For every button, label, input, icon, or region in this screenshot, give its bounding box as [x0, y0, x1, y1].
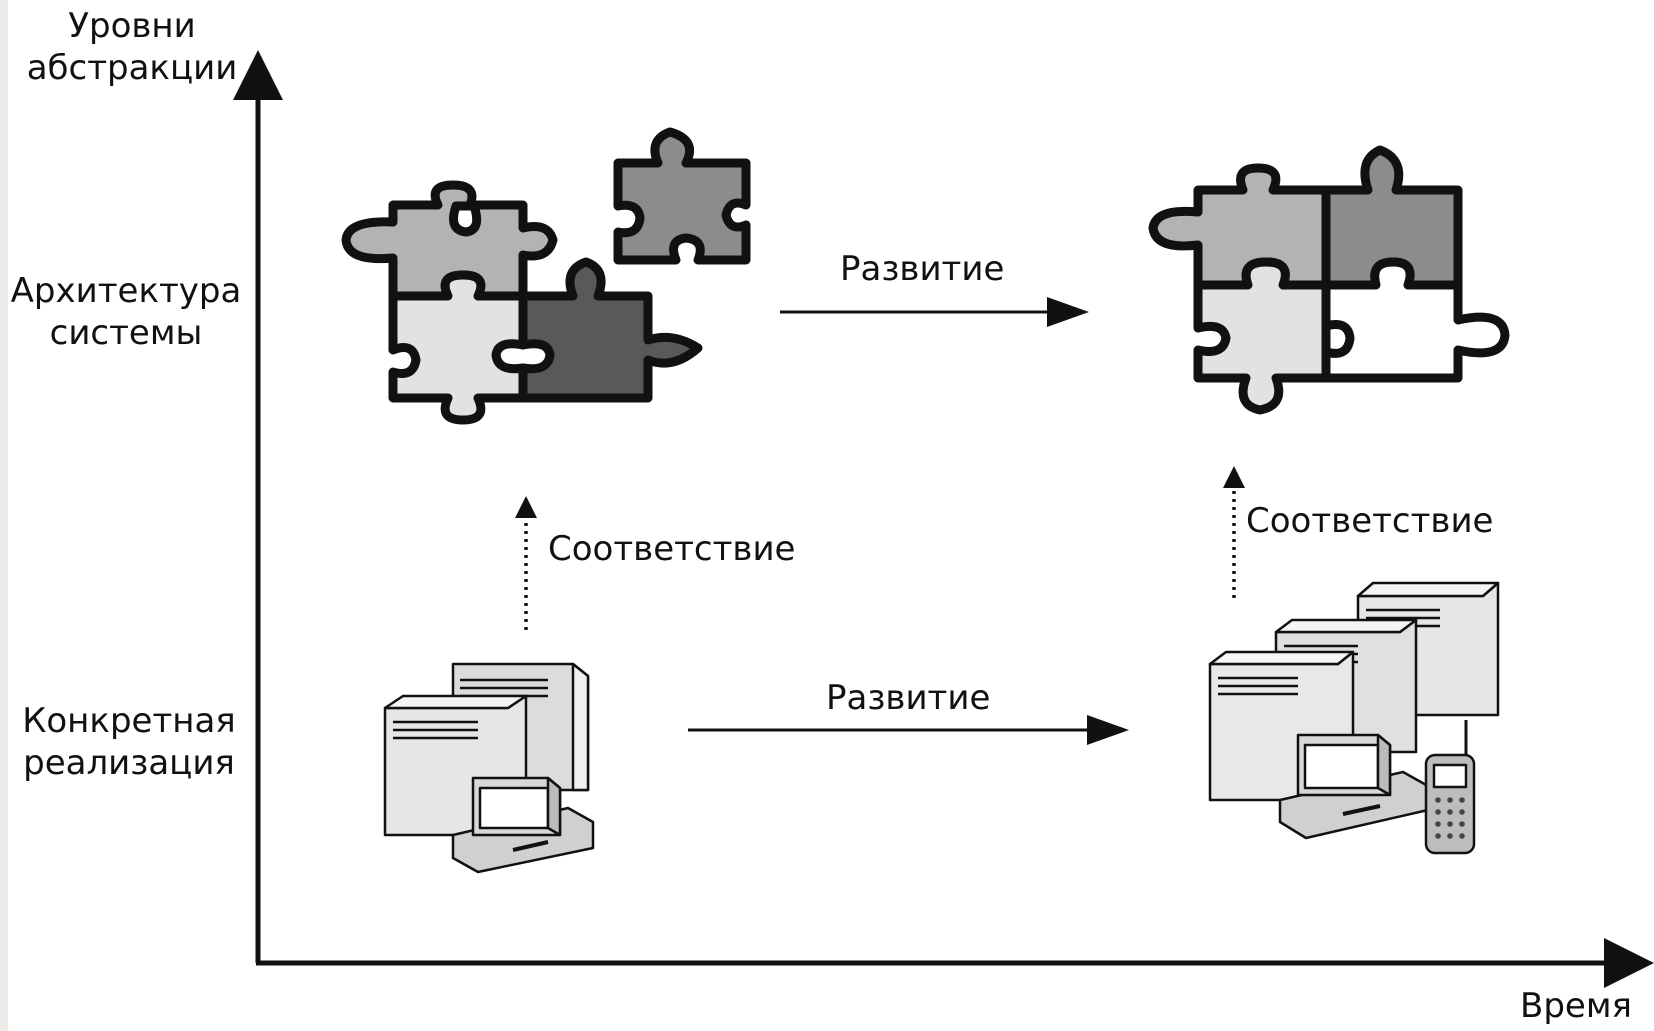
right-correspondence-label: Соответствие [1246, 501, 1494, 541]
diagram-graphics [233, 50, 1654, 988]
left-correspondence-label: Соответствие [548, 529, 796, 569]
x-axis-title: Время [1520, 986, 1632, 1026]
y-axis-title: Уровни абстракции [26, 6, 238, 88]
implementation-hardware-right [1208, 581, 1500, 855]
level-label-architecture: Архитектура системы [10, 271, 242, 353]
left-correspondence-arrow [515, 496, 537, 630]
implementation-hardware-left [383, 662, 595, 874]
architecture-puzzle-left [341, 127, 751, 425]
impl-evolution-label: Развитие [826, 678, 991, 718]
right-correspondence-arrow [1223, 466, 1245, 598]
architecture-puzzle-right [1148, 145, 1510, 415]
arch-evolution-label: Развитие [840, 249, 1005, 289]
level-label-implementation: Конкретная реализация [22, 701, 236, 783]
